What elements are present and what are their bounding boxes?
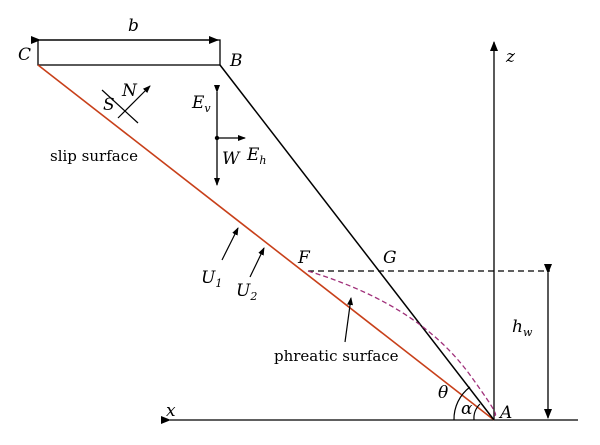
label-b-point: B xyxy=(229,51,243,71)
label-n: N xyxy=(121,81,138,101)
label-ev: Ev xyxy=(191,93,211,115)
n-direction-arrow xyxy=(117,85,151,119)
label-theta: θ xyxy=(438,383,448,403)
label-alpha: α xyxy=(461,399,473,419)
u1-pressure-arrow xyxy=(221,227,239,261)
alpha-arc xyxy=(473,403,481,421)
label-g: G xyxy=(383,248,397,268)
label-f: F xyxy=(297,248,311,268)
u2-pressure-arrow xyxy=(249,247,265,278)
label-c: C xyxy=(18,45,31,65)
s-direction-line xyxy=(101,89,139,124)
label-s: S xyxy=(103,95,115,115)
label-u1: U1 xyxy=(201,268,222,290)
label-u2: U2 xyxy=(236,281,257,303)
label-x: x xyxy=(166,401,176,421)
label-a: A xyxy=(498,403,512,423)
phreatic-surface-curve xyxy=(307,270,497,419)
label-w: W xyxy=(222,149,241,169)
phreatic-leader-arrow xyxy=(344,297,354,343)
label-eh: Eh xyxy=(246,145,267,167)
label-hw: hw xyxy=(512,317,533,339)
slope-face-line xyxy=(219,64,495,421)
top-block xyxy=(37,39,221,66)
label-phreatic-surface: phreatic surface xyxy=(274,347,399,365)
label-slip-surface: slip surface xyxy=(50,147,138,165)
slip-surface-line xyxy=(37,64,495,421)
label-z: z xyxy=(505,47,516,67)
w-point xyxy=(214,135,220,141)
theta-arc xyxy=(453,386,471,421)
label-b: b xyxy=(128,16,139,36)
